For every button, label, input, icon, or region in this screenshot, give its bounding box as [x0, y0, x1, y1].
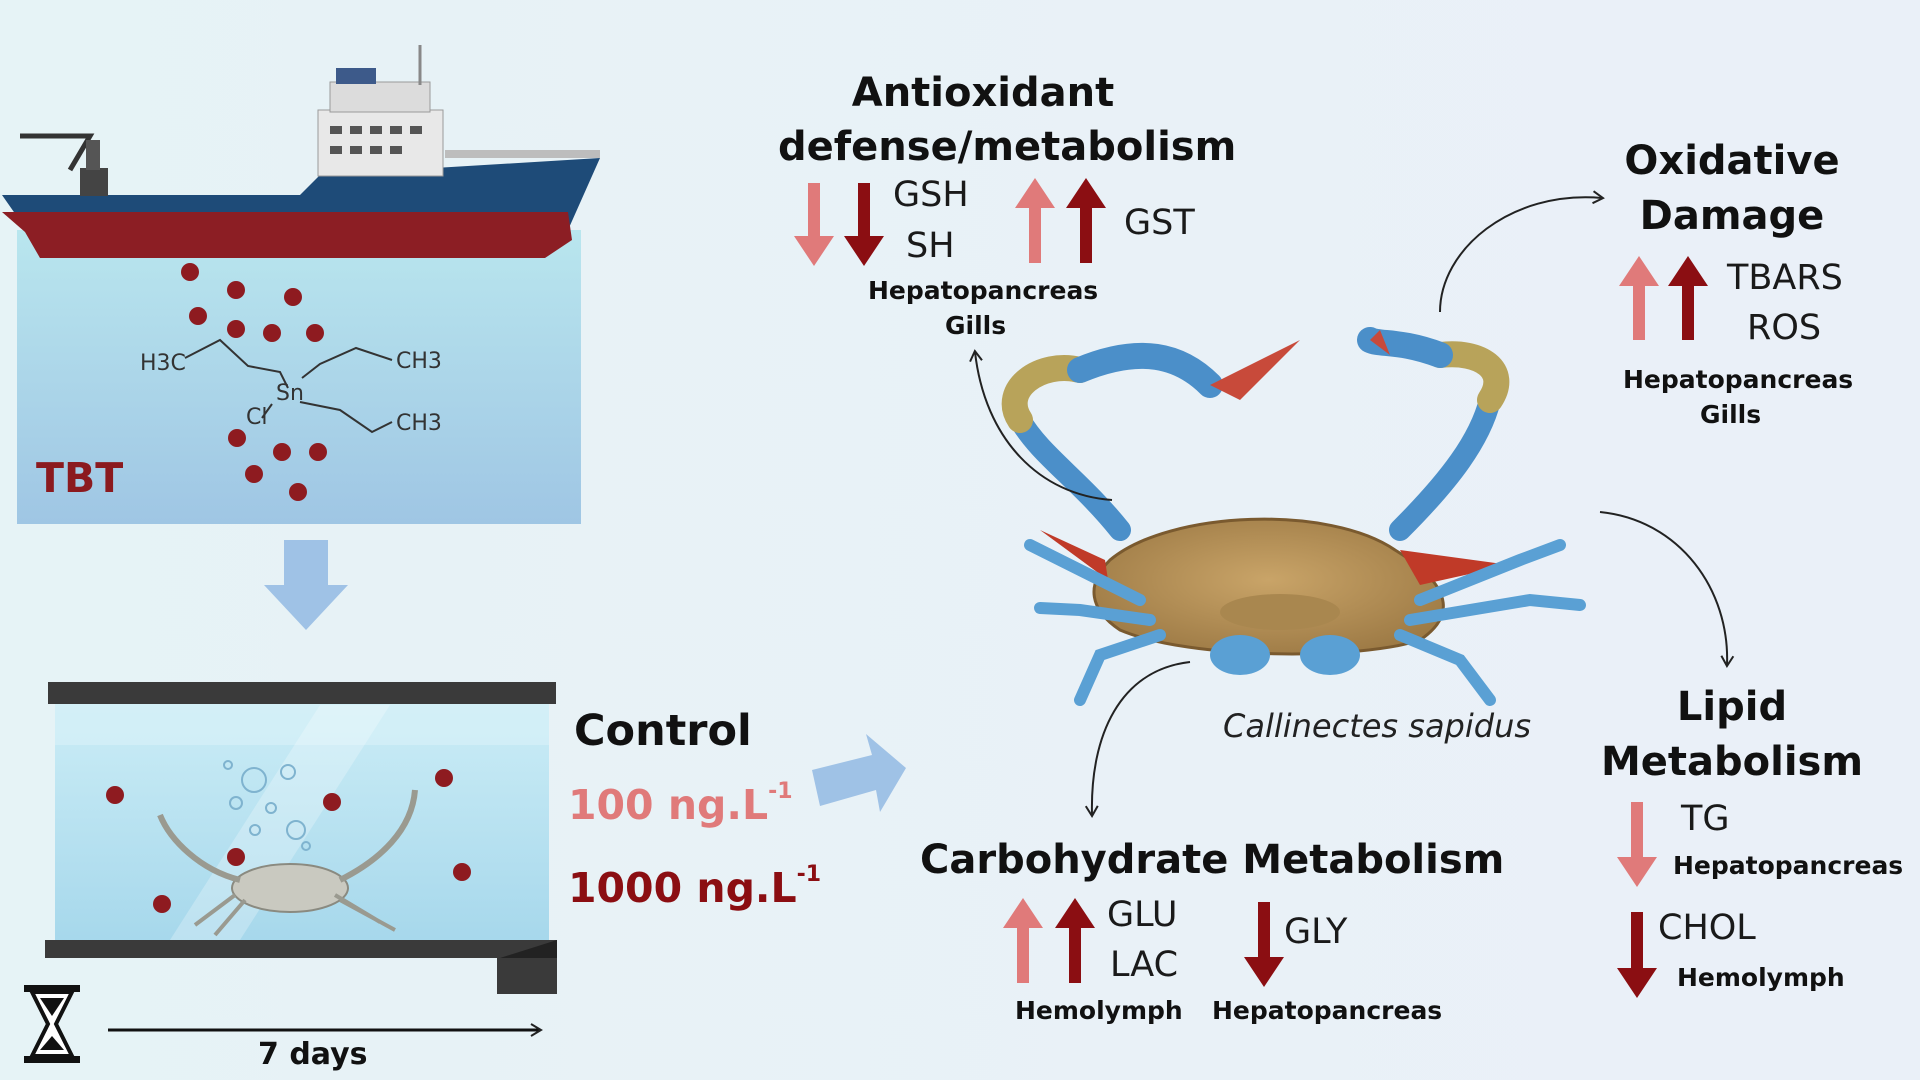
gst-up-arrow-high	[1066, 178, 1106, 263]
arrow-to-lipid	[1599, 511, 1735, 668]
oxidative-title-line1: Oxidative	[1624, 138, 1840, 184]
formula-h3c: H3C	[140, 351, 186, 376]
antioxidant-tissue-gills: Gills	[945, 311, 1007, 340]
dose-low-value: 100 ng.L	[568, 781, 769, 829]
water-column	[17, 230, 581, 524]
arrow-to-carbohydrate	[1084, 661, 1191, 818]
carbohydrate-tissue-hemolymph: Hemolymph	[1015, 996, 1183, 1025]
dose-high-label: 1000 ng.L-1	[568, 864, 821, 909]
formula-sn: Sn	[276, 381, 304, 406]
lac-label: LAC	[1110, 945, 1179, 985]
down-flow-arrow	[264, 540, 348, 630]
ros-label: ROS	[1747, 308, 1822, 348]
oxidative-tissue-hepatopancreas: Hepatopancreas	[1623, 365, 1854, 394]
tank-particles	[106, 769, 471, 913]
control-label: Control	[574, 706, 752, 756]
blue-crab-illustration	[1001, 327, 1586, 706]
tbars-ros-up-arrow-high	[1668, 256, 1708, 340]
right-flow-arrow	[812, 734, 906, 812]
formula-cl: Cl	[246, 405, 267, 430]
dose-low-exponent: -1	[768, 779, 793, 805]
formula-ch3-top: CH3	[396, 349, 442, 374]
antioxidant-title-line2: defense/metabolism	[778, 124, 1237, 170]
lipid-title-line1: Lipid	[1676, 684, 1788, 730]
tbars-label: TBARS	[1727, 258, 1843, 298]
chol-tissue-label: Hemolymph	[1677, 963, 1845, 992]
chol-label: CHOL	[1658, 908, 1756, 948]
species-label: Callinectes sapidus	[1223, 707, 1532, 745]
formula-ch3-bottom: CH3	[396, 411, 442, 436]
hourglass-icon	[24, 985, 80, 1063]
antioxidant-tissue-hepatopancreas: Hepatopancreas	[868, 276, 1099, 305]
gly-label: GLY	[1284, 912, 1348, 952]
dose-high-exponent: -1	[796, 862, 822, 888]
tbars-ros-up-arrow-low	[1619, 256, 1659, 340]
glu-lac-up-arrow-high	[1055, 898, 1095, 983]
tank-crab	[157, 789, 418, 937]
tg-down-arrow	[1617, 802, 1657, 887]
tg-label: TG	[1681, 799, 1730, 839]
oxidative-tissue-gills: Gills	[1700, 400, 1762, 429]
gst-label: GST	[1124, 203, 1195, 243]
duration-label: 7 days	[258, 1037, 368, 1072]
tbt-particles	[181, 263, 327, 501]
glu-label: GLU	[1107, 895, 1178, 935]
gly-down-arrow	[1244, 902, 1284, 987]
oxidative-title-line2: Damage	[1639, 193, 1825, 239]
glu-lac-up-arrow-low	[1003, 898, 1043, 983]
gsh-sh-down-arrow-high	[844, 183, 884, 266]
tbt-formula	[184, 338, 393, 434]
tank-bubbles	[223, 760, 311, 851]
arrow-to-antioxidant	[969, 349, 1113, 501]
ship-illustration	[2, 45, 600, 258]
sh-label: SH	[906, 226, 955, 266]
tg-tissue-label: Hepatopancreas	[1673, 851, 1904, 880]
gsh-sh-down-arrow-low	[794, 183, 834, 266]
antioxidant-title-line1: Antioxidant	[851, 70, 1115, 116]
chol-down-arrow	[1617, 912, 1657, 998]
carbohydrate-tissue-hepatopancreas: Hepatopancreas	[1212, 996, 1443, 1025]
tbt-label: TBT	[36, 454, 124, 502]
lipid-title-line2: Metabolism	[1600, 739, 1864, 785]
arrow-to-oxidative	[1439, 190, 1605, 313]
gsh-label: GSH	[893, 175, 969, 215]
dose-high-value: 1000 ng.L	[568, 864, 797, 912]
gst-up-arrow-low	[1015, 178, 1055, 263]
dose-low-label: 100 ng.L-1	[568, 781, 793, 826]
carbohydrate-title: Carbohydrate Metabolism	[920, 837, 1505, 883]
